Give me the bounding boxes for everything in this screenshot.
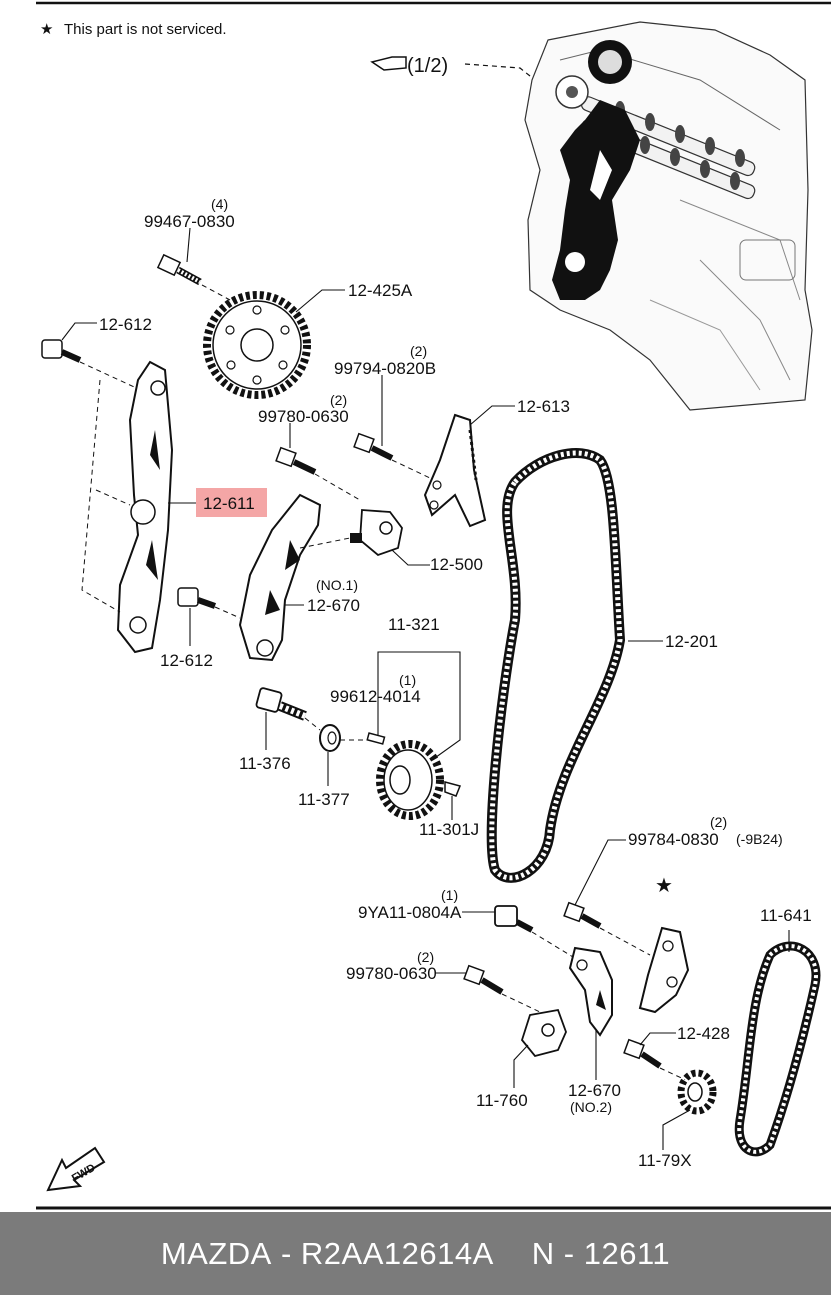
callout-99780-0630-bottom: 99780-0630	[346, 964, 437, 983]
callout-12-500: 12-500	[430, 555, 483, 574]
reference-hand-icon	[370, 56, 407, 71]
footer-part-number: R2AA12614A	[300, 1235, 494, 1271]
callout-12-670-no1: 12-670	[307, 596, 360, 615]
footer-brand: MAZDA	[160, 1235, 272, 1271]
timing-chain-parts-diagram: ★ This part is not serviced. (1/2)	[36, 1, 831, 1210]
bolt-99784-0830-icon	[563, 901, 602, 929]
callout-12-670-no1-tag: (NO.1)	[316, 577, 358, 593]
not-serviced-star-icon: ★	[655, 873, 673, 897]
bolt-99780-0630-bottom-icon	[463, 964, 504, 995]
not-serviced-note: This part is not serviced.	[64, 21, 227, 38]
callout-99467-0830: 99467-0830	[144, 212, 235, 231]
callout-12-670-no2: 12-670	[568, 1081, 621, 1100]
callout-12-428: 12-428	[677, 1024, 730, 1043]
callout-11-376: 11-376	[239, 754, 291, 773]
callout-99794-0820B-qty: (2)	[410, 343, 427, 359]
callout-12-612-top: 12-612	[99, 315, 152, 334]
callout-9YA11-0804A-qty: (1)	[441, 887, 458, 903]
callout-99612-4014: 99612-4014	[330, 687, 421, 706]
key-11-301J-icon	[444, 781, 462, 797]
bolt-12-612-bottom-icon	[177, 587, 216, 609]
part-footer-banner: MAZDA - R2AA12614A N - 12611	[0, 1212, 831, 1295]
bolt-99794-0820B-icon	[353, 432, 394, 461]
callout-12-613: 12-613	[517, 397, 570, 416]
washer-11-377-icon	[319, 724, 341, 752]
timing-chain-12-201-icon	[486, 448, 626, 883]
tensioner-arm-12-670-no1-icon	[238, 493, 322, 662]
callout-99794-0820B: 99794-0820B	[334, 359, 436, 378]
callout-11-79X: 11-79X	[638, 1151, 692, 1170]
callout-99784-0830-qty: (2)	[710, 814, 727, 830]
sprocket-12-425A-icon	[203, 291, 311, 399]
chain-guide-12-613-icon	[423, 413, 487, 528]
callout-99780-0630-bottom-qty: (2)	[417, 949, 434, 965]
callout-12-611: 12-611	[203, 494, 255, 513]
forward-arrow-icon	[46, 1146, 106, 1192]
callout-11-321: 11-321	[388, 615, 440, 634]
callout-12-201: 12-201	[665, 632, 718, 651]
chain-guide-12-611-icon	[116, 360, 174, 654]
oil-pump-sprocket-11-79X-icon	[677, 1069, 717, 1115]
callout-99784-0830-note: (-9B24)	[736, 831, 783, 847]
bolt-99780-0630-top-icon	[275, 446, 317, 475]
callout-99612-4014-qty: (1)	[399, 672, 416, 688]
footer-ref-code: 12611	[583, 1235, 671, 1271]
chain-tensioner-12-500-icon	[350, 509, 403, 557]
oil-pump-chain-guide-icon	[638, 926, 690, 1014]
callout-99780-0630-top-qty: (2)	[330, 392, 347, 408]
bolt-12-612-top-icon	[41, 339, 82, 363]
callout-11-301J: 11-301J	[419, 820, 479, 839]
callout-12-425A: 12-425A	[348, 281, 413, 300]
callout-12-612-bottom: 12-612	[160, 651, 213, 670]
callout-11-641: 11-641	[760, 906, 812, 925]
callout-12-670-no2-tag: (NO.2)	[570, 1099, 612, 1115]
note-star: ★	[40, 21, 53, 38]
crank-sprocket-11-321-icon	[376, 740, 444, 820]
tensioner-11-760-icon	[520, 1008, 567, 1058]
callout-99780-0630-top: 99780-0630	[258, 407, 349, 426]
bolt-11-376-icon	[255, 687, 307, 721]
bolt-9YA11-0804A-icon	[494, 905, 534, 933]
key-99612-4014-icon	[366, 732, 386, 745]
callout-11-760: 11-760	[476, 1091, 528, 1110]
footer-ref-prefix: N -	[531, 1235, 584, 1271]
tensioner-arm-12-670-no2-icon	[568, 946, 613, 1037]
reference-callout: (1/2)	[407, 55, 448, 77]
oil-pump-chain-11-641-icon	[734, 941, 821, 1157]
callout-11-377: 11-377	[298, 790, 350, 809]
engine-block-illustration	[524, 21, 813, 411]
callout-99784-0830: 99784-0830	[628, 830, 719, 849]
footer-separator: -	[271, 1235, 301, 1271]
callout-99467-0830-qty: (4)	[211, 196, 228, 212]
highlight-box	[196, 488, 267, 517]
bolt-12-428-icon	[623, 1038, 662, 1069]
callout-9YA11-0804A: 9YA11-0804A	[358, 903, 462, 922]
bolt-99467-0830-icon	[156, 253, 202, 286]
